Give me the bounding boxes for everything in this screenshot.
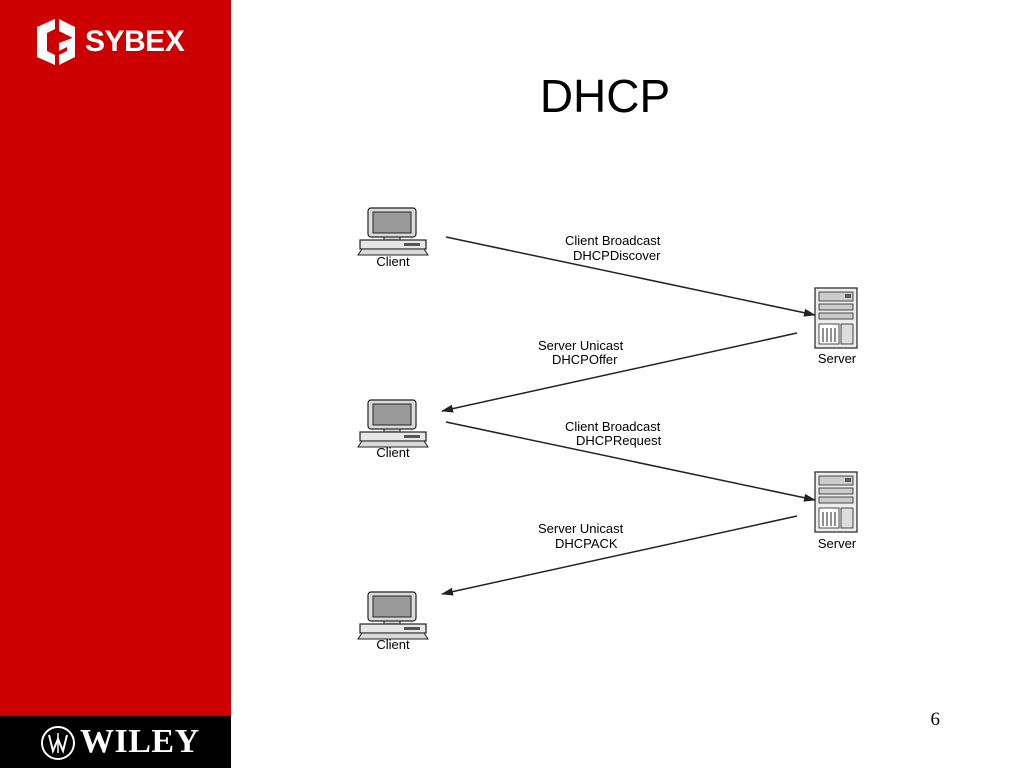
discover-label-line2: DHCPDiscover [573,248,661,263]
wiley-logo-text: WILEY [80,723,200,760]
server-2-label: Server [818,536,857,551]
client-3-label: Client [376,637,410,652]
client-1-computer-icon [357,207,429,256]
sybex-logo-text: SYBEX [85,25,185,58]
sybex-logo: SYBEX [33,17,203,67]
ack-label-line1: Server Unicast [538,521,624,536]
offer-label-line1: Server Unicast [538,338,624,353]
client-2-label: Client [376,445,410,460]
offer-label-line2: DHCPOffer [552,352,618,367]
slide-title: DHCP [539,70,671,122]
discover-arrow [445,236,816,317]
request-arrow [445,421,816,502]
client-2-computer-icon [357,399,429,448]
request-label-line1: Client Broadcast [565,419,661,434]
sidebar-brand-panel: SYBEX [0,0,231,768]
offer-arrow [441,332,798,413]
server-1-icon [814,287,858,349]
wiley-logo-mark-icon [41,726,75,760]
client-3-computer-icon [357,591,429,640]
ack-arrow [441,515,798,596]
page-number: 6 [930,709,941,730]
server-1-label: Server [818,351,857,366]
wiley-footer-bar [0,716,231,768]
sybex-logo-mark-icon [37,19,75,65]
server-2-icon [814,471,858,533]
ack-label-line2: DHCPACK [555,536,618,551]
discover-label-line1: Client Broadcast [565,233,661,248]
client-1-label: Client [376,254,410,269]
request-label-line2: DHCPRequest [576,433,662,448]
